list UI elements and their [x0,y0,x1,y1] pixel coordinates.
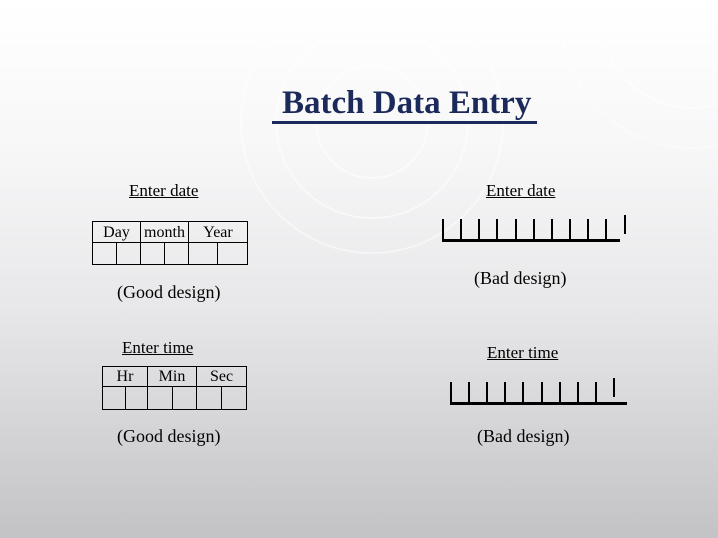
time-entry-table: Hr Min Sec [102,366,247,410]
caption-time-bad-design: (Bad design) [477,426,570,446]
slide-title: Batch Data Entry [272,86,538,124]
tick-mark [468,382,471,402]
watermark-circle [240,0,504,254]
tick-mark [594,382,597,402]
tick-mark [496,219,499,239]
watermark-circle [600,0,718,109]
tick-mark [558,382,561,402]
date-input-cell [165,243,189,264]
tick-mark [540,382,543,402]
heading-enter-time-good: Enter time [122,338,194,357]
date-input-cell [141,243,165,264]
tick-mark [514,219,517,239]
time-header-hr: Hr [103,367,148,386]
date-input-cell [218,243,247,264]
tick-mark [460,219,463,239]
heading-enter-date-good: Enter date [129,181,199,200]
time-table-header-row: Hr Min Sec [103,367,246,387]
date-input-cell [117,243,141,264]
time-tick-marks [450,378,632,406]
heading-enter-time-bad: Enter time [487,343,559,362]
caption-date-bad-design: (Bad design) [474,268,567,288]
time-table-body-row [103,387,246,409]
date-table-header-row: Day month Year [93,222,247,243]
tick-mark [532,219,535,239]
date-entry-table: Day month Year [92,221,248,265]
watermark-circle [560,0,718,149]
tick-mark [504,382,507,402]
tick-baseline [450,402,627,405]
tick-mark [605,219,608,239]
tick-mark [569,219,572,239]
tick-mark [576,382,579,402]
tick-mark [623,215,626,234]
tick-baseline [442,239,620,242]
date-input-cell [189,243,218,264]
date-header-day: Day [93,222,141,242]
date-table-body-row [93,243,247,264]
date-header-month: month [141,222,189,242]
time-input-cell [197,387,222,409]
tick-mark [486,382,489,402]
tick-mark [478,219,481,239]
time-input-cell [126,387,148,409]
time-input-cell [103,387,126,409]
time-header-sec: Sec [209,368,234,385]
tick-mark [612,378,615,397]
date-header-year: Year [203,224,233,241]
time-input-cell [148,387,173,409]
time-header-min: Min [148,367,197,386]
caption-date-good-design: (Good design) [117,282,221,302]
time-input-cell [222,387,246,409]
time-input-cell [173,387,197,409]
tick-mark [522,382,525,402]
heading-enter-date-bad: Enter date [486,181,556,200]
tick-mark [450,382,452,402]
tick-mark [550,219,553,239]
tick-mark [587,219,590,239]
tick-mark [442,219,444,239]
caption-time-good-design: (Good design) [117,426,221,446]
date-input-cell [93,243,117,264]
date-tick-marks [442,215,630,243]
